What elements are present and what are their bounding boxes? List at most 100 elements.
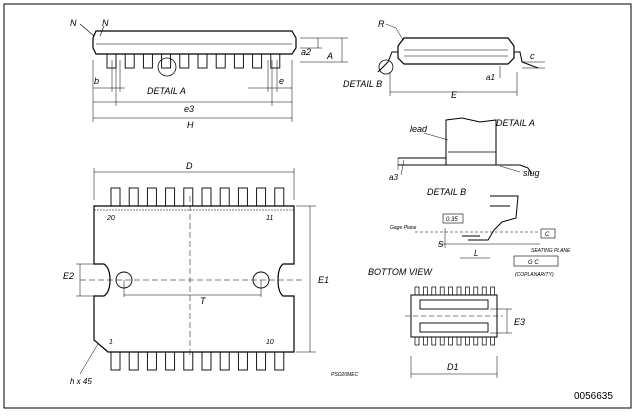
label-a2: a2 xyxy=(301,47,311,57)
label-E2: E2 xyxy=(63,271,74,281)
label-a3: a3 xyxy=(389,173,398,182)
label-slug: slug xyxy=(523,168,540,178)
label-gage-value: 0.35 xyxy=(446,217,458,223)
label-pin20: 20 xyxy=(106,215,115,222)
top-view-leads-lower xyxy=(110,351,285,371)
label-D: D xyxy=(186,161,193,171)
detail-b: DETAIL B Gage Plane 0.35 S L C SEATING P… xyxy=(390,187,571,278)
label-H: H xyxy=(187,120,194,130)
bottom-lead xyxy=(256,351,267,371)
label-b: b xyxy=(94,76,99,86)
bottom-view-lead xyxy=(423,286,428,296)
end-view: R c a1 DETAIL B E xyxy=(343,19,545,100)
top-view-leads-upper xyxy=(110,187,285,207)
label-detail-b-title: DETAIL B xyxy=(427,187,466,197)
top-lead xyxy=(274,187,285,207)
bottom-view-leads xyxy=(414,286,495,346)
side-lead xyxy=(252,53,263,69)
bottom-view: BOTTOM VIEW E3 D1 xyxy=(368,267,525,378)
label-lead: lead xyxy=(410,124,428,134)
label-e3: e3 xyxy=(184,104,194,114)
label-c: c xyxy=(530,51,535,61)
bottom-view-lead xyxy=(439,336,445,346)
label-detail-a-title: DETAIL A xyxy=(496,118,535,128)
bottom-lead xyxy=(201,351,212,371)
top-lead xyxy=(128,187,139,207)
side-view-leads xyxy=(106,53,281,69)
bottom-view-lead xyxy=(465,286,470,296)
bottom-view-lead xyxy=(473,286,479,296)
label-doc-number: 0056635 xyxy=(574,391,613,402)
bottom-view-lead xyxy=(465,336,470,346)
side-lead xyxy=(197,53,208,69)
label-e: e xyxy=(279,76,284,86)
bottom-lead xyxy=(128,351,139,371)
label-seating-plane: SEATING PLANE xyxy=(531,248,571,254)
top-lead xyxy=(110,187,121,207)
label-L: L xyxy=(474,249,478,258)
side-lead xyxy=(270,53,281,69)
label-pso-code: PSO20MEC xyxy=(331,372,359,378)
bottom-view-lead xyxy=(481,286,487,296)
bottom-lead xyxy=(219,351,230,371)
label-coplanarity-box: G C xyxy=(528,260,539,266)
bottom-view-lead xyxy=(448,286,453,296)
side-lead xyxy=(233,53,244,69)
label-E: E xyxy=(451,90,458,100)
label-detail-a-ref: DETAIL A xyxy=(147,86,186,96)
label-pin1: 1 xyxy=(109,339,113,346)
top-view: D 20 11 1 10 E2 E1 T h x 45 PSO20MEC xyxy=(63,161,359,386)
bottom-view-lead xyxy=(473,336,479,346)
bottom-lead xyxy=(274,351,285,371)
side-lead xyxy=(124,53,135,69)
bottom-view-lead xyxy=(490,336,495,346)
bottom-view-lead xyxy=(431,336,437,346)
side-lead xyxy=(179,53,190,69)
label-pin11: 11 xyxy=(266,215,273,222)
top-lead xyxy=(183,187,194,207)
label-gage-plane: Gage Plane xyxy=(390,225,417,231)
side-lead xyxy=(106,53,117,69)
label-T: T xyxy=(200,296,207,306)
side-lead xyxy=(142,53,153,69)
label-E3: E3 xyxy=(514,317,525,327)
bottom-lead xyxy=(183,351,194,371)
top-lead xyxy=(146,187,157,207)
label-N-right: N xyxy=(102,18,109,28)
label-D1: D1 xyxy=(447,362,459,372)
label-C-box: C xyxy=(545,232,550,238)
top-lead xyxy=(165,187,176,207)
label-a1: a1 xyxy=(486,73,495,82)
label-N-left: N xyxy=(70,18,77,28)
top-lead xyxy=(256,187,267,207)
side-lead xyxy=(215,53,226,69)
label-hx45: h x 45 xyxy=(70,377,92,386)
detail-a: lead DETAIL A slug a3 xyxy=(389,117,540,182)
label-coplanarity: (COPLANARITY) xyxy=(515,272,554,278)
side-lead xyxy=(161,53,172,69)
bottom-view-lead xyxy=(490,286,495,296)
bottom-view-lead xyxy=(414,286,420,296)
label-bottom-view: BOTTOM VIEW xyxy=(368,267,433,277)
side-view: N N a2 A b DETAIL A e e3 H xyxy=(70,18,348,130)
bottom-view-lead xyxy=(448,336,453,346)
bottom-view-lead xyxy=(456,286,462,296)
bottom-view-lead xyxy=(431,286,437,296)
bottom-view-lead xyxy=(414,336,420,346)
top-lead xyxy=(237,187,248,207)
bottom-view-lead xyxy=(439,286,445,296)
bottom-lead xyxy=(165,351,176,371)
bottom-view-lead xyxy=(481,336,487,346)
bottom-lead xyxy=(146,351,157,371)
top-lead xyxy=(201,187,212,207)
label-detail-b-ref: DETAIL B xyxy=(343,79,382,89)
top-lead xyxy=(219,187,230,207)
label-R: R xyxy=(378,19,385,29)
bottom-lead xyxy=(110,351,121,371)
bottom-view-lead xyxy=(456,336,462,346)
bottom-lead xyxy=(237,351,248,371)
label-pin10: 10 xyxy=(266,339,274,346)
label-A: A xyxy=(326,51,333,61)
label-S: S xyxy=(438,240,444,249)
